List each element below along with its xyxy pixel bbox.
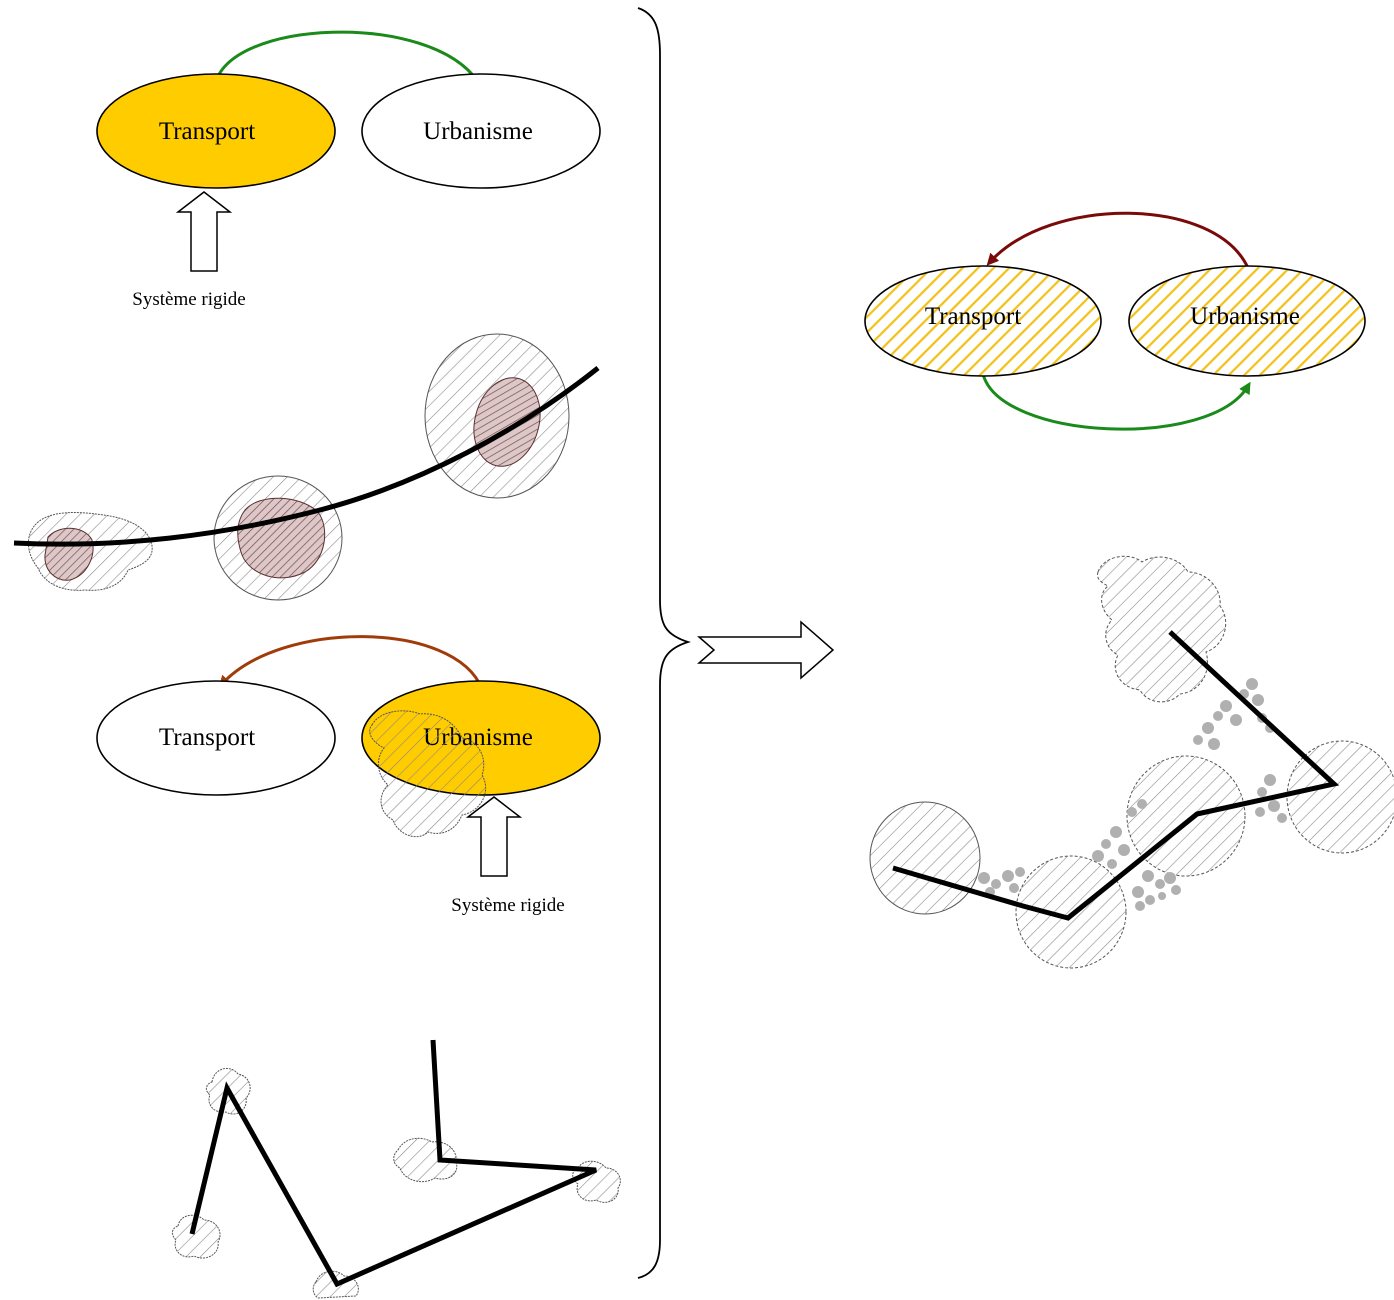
top-rigid-system-caption: Système rigide [132, 289, 245, 310]
top-transport-node [96, 73, 336, 189]
urban-core-small [44, 527, 94, 581]
integrated-circle-right [1286, 740, 1394, 854]
bottom-rigid-system-caption: Système rigide [451, 895, 564, 916]
scattered-blob-top [369, 710, 487, 838]
bottom-transport-label: Transport [159, 724, 255, 751]
integrated-circle-left [869, 801, 981, 915]
top-urbanisme-label: Urbanisme [423, 118, 533, 145]
integrated-network-map [869, 555, 1394, 969]
transport-corridor-line [13, 366, 600, 547]
top-transport-label: Transport [159, 118, 255, 145]
right-urbanisme-label: Urbanisme [1190, 303, 1300, 330]
corridor-map [13, 333, 600, 601]
integrated-network-route [892, 630, 1340, 921]
right-urbanisme-to-transport-arrow [986, 211, 1250, 269]
bottom-rigid-system-arrow [465, 796, 523, 877]
integrated-transport-urbanisme-diagram: Transport Urbanisme [864, 211, 1366, 431]
scattered-blob-left-bottom [171, 1214, 221, 1259]
right-transport-to-urbanisme-arrow [981, 373, 1251, 431]
scattered-network-map [171, 710, 621, 1299]
bottom-transport-urbanisme-diagram: Transport Urbanisme Système rigide [96, 635, 601, 916]
right-transport-node [864, 265, 1102, 377]
sprawl-dots [978, 678, 1287, 911]
bottom-influence-arrow [218, 635, 484, 690]
right-urbanisme-node [1128, 265, 1366, 377]
top-rigid-system-arrow [175, 191, 233, 272]
scattered-network-route [189, 1039, 598, 1288]
transition-arrow [696, 620, 835, 680]
integrated-blob-top [1097, 555, 1227, 703]
bottom-transport-node [96, 680, 336, 796]
top-influence-arrow [213, 30, 481, 87]
urban-core-middle [237, 497, 326, 579]
right-transport-label: Transport [925, 303, 1021, 330]
integrated-circle-mid [1015, 855, 1127, 969]
top-transport-urbanisme-diagram: Transport Urbanisme Système rigide [96, 30, 601, 310]
urban-core-large [473, 377, 541, 467]
top-urbanisme-node [361, 73, 601, 189]
grouping-brace [637, 7, 691, 1279]
